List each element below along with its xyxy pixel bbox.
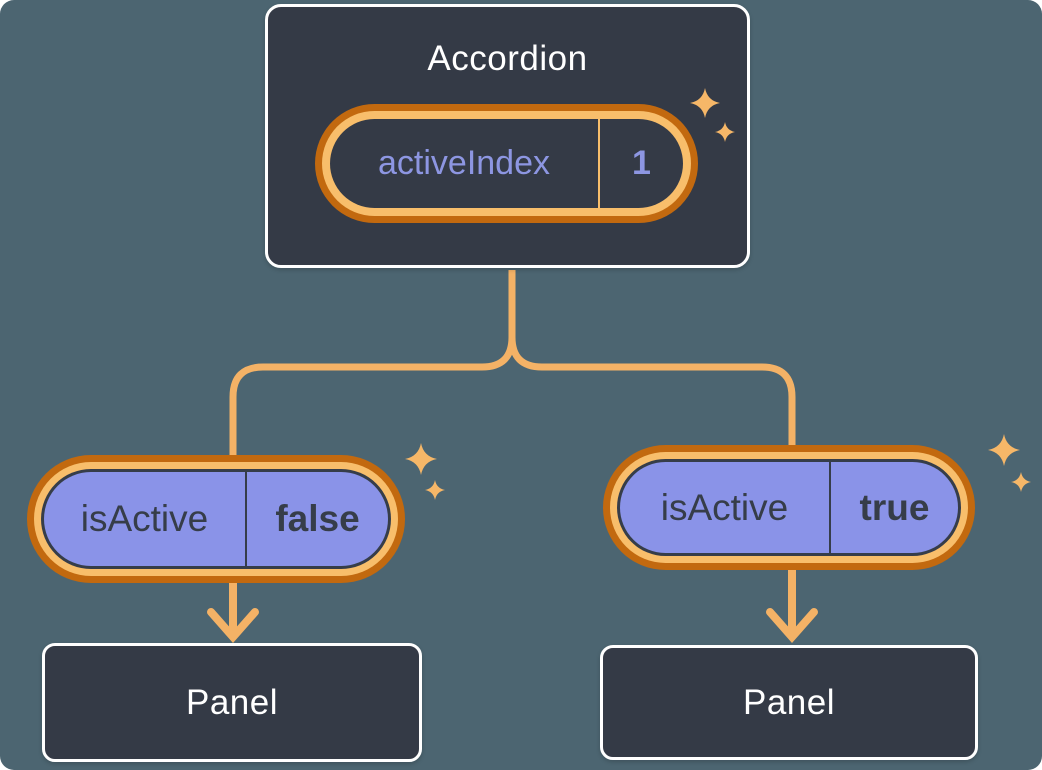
state-pill-body: activeIndex 1 xyxy=(330,119,683,208)
state-pill-activeindex: activeIndex 1 xyxy=(315,104,698,223)
prop-label: isActive xyxy=(80,498,209,539)
arrow-down-right-icon xyxy=(766,559,818,644)
state-value: 1 xyxy=(632,144,651,182)
prop-value: false xyxy=(275,498,360,539)
prop-pill-isactive-right: isActive true xyxy=(603,445,975,570)
state-pill-ring: activeIndex 1 xyxy=(322,111,691,216)
panel-title: Panel xyxy=(185,682,279,722)
fork-connector-right xyxy=(508,270,796,452)
fork-connector-left xyxy=(229,270,516,460)
panel-component-box-left: Panel xyxy=(42,643,422,762)
prop-pill-ring: isActive false xyxy=(34,462,398,576)
state-pill-divider xyxy=(598,119,600,208)
prop-value: true xyxy=(859,486,930,528)
accordion-component-box: Accordion activeIndex 1 xyxy=(265,4,750,268)
prop-pill-outline: isActive false xyxy=(41,469,391,569)
prop-pill-body: isActive false xyxy=(44,472,388,566)
sparkle-icon xyxy=(405,443,445,500)
panel-title: Panel xyxy=(742,682,836,722)
prop-pill-isactive-left: isActive false xyxy=(27,455,405,583)
sparkle-icon xyxy=(988,434,1031,492)
accordion-title: Accordion xyxy=(427,39,588,78)
state-label: activeIndex xyxy=(378,144,550,182)
prop-pill-divider xyxy=(829,462,831,553)
prop-pill-divider xyxy=(245,472,247,566)
prop-pill-outline: isActive true xyxy=(617,459,961,556)
prop-pill-ring: isActive true xyxy=(610,452,968,563)
prop-pill-body: isActive true xyxy=(620,462,958,553)
panel-component-box-right: Panel xyxy=(600,645,978,760)
prop-label: isActive xyxy=(660,486,789,528)
